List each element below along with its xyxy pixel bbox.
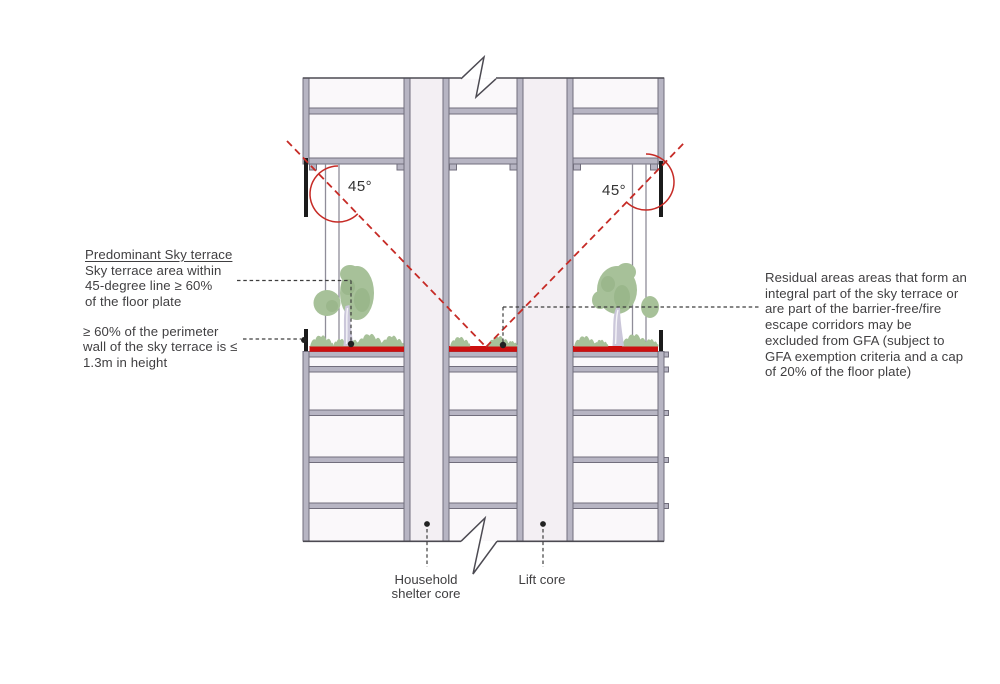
note-line: Sky terrace area within [85, 262, 222, 278]
right-tower-rooms [567, 78, 664, 541]
note-line: ≥ 60% of the perimeter [83, 323, 219, 339]
break-symbol-bottom [460, 515, 498, 575]
lift-core-label: Lift core [518, 571, 566, 587]
leader-residual [502, 306, 759, 342]
note-line: are part of the barrier-free/fire [765, 301, 942, 317]
core-label-line: shelter core [391, 585, 461, 601]
angle-arc-left [309, 165, 359, 223]
lift-core-band [523, 78, 567, 541]
note-line: integral part of the sky terrace or [765, 285, 959, 301]
building-edges [303, 77, 664, 543]
note-line: 1.3m in height [83, 354, 168, 370]
angle-arc-right [625, 153, 675, 211]
angle-label-left: 45° [348, 178, 373, 195]
left-tower-rooms [303, 78, 410, 541]
core-label-line: Household [394, 571, 458, 587]
angle-arcs [309, 153, 675, 223]
note-line: of the floor plate [85, 294, 182, 310]
predominant-sky-terrace-note: Predominant Sky terrace Sky terrace area… [85, 247, 232, 310]
red-45-line-right [485, 142, 685, 348]
tree-icon [313, 265, 374, 346]
leader-lines [237, 279, 759, 567]
middle-tower-rooms [443, 78, 523, 541]
note-line: GFA exemption criteria and a cap [765, 348, 964, 364]
household-shelter-core-band [410, 78, 443, 541]
angle-label-right: 45° [602, 182, 627, 199]
note-line: Residual areas areas that form an [765, 270, 967, 285]
leader-predominant [237, 279, 352, 341]
tree-icon [592, 263, 659, 346]
note-line: 45-degree line ≥ 60% [85, 278, 213, 294]
predominant-sky-terrace-title: Predominant Sky terrace [85, 247, 233, 262]
note-line: excluded from GFA (subject to [765, 332, 945, 348]
parapet-lines [324, 164, 647, 346]
household-shelter-core-label: Household shelter core [391, 571, 461, 601]
residual-areas-note: Residual areas areas that form an integr… [765, 270, 967, 380]
red-45-degree-lines [286, 140, 685, 348]
note-line: wall of the sky terrace is ≤ [83, 339, 238, 355]
perimeter-wall-note: ≥ 60% of the perimeter wall of the sky t… [83, 324, 237, 371]
shrubs [310, 333, 659, 347]
note-line: escape corridors may be [765, 317, 912, 333]
note-line: of 20% of the floor plate) [765, 364, 912, 380]
break-symbol-top [460, 54, 497, 100]
red-45-line-left [286, 140, 487, 348]
anchor-dots [301, 337, 546, 527]
sky-terrace-floor-slabs [309, 346, 658, 352]
